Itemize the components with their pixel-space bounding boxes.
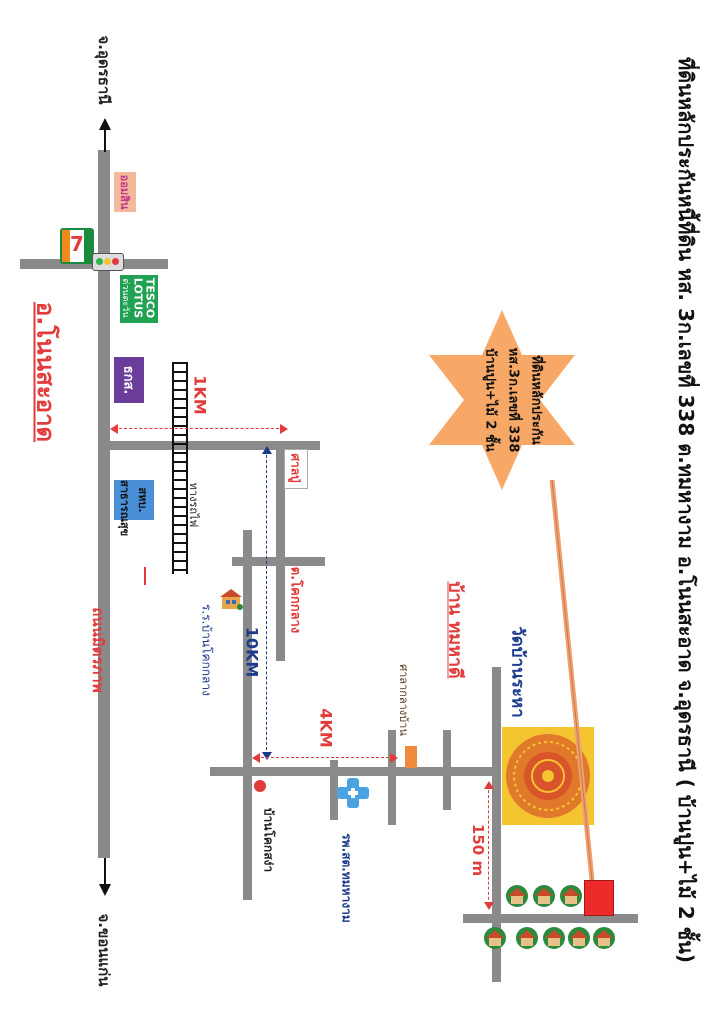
dim-1km-arrow-right-icon (280, 424, 288, 434)
road-1km (110, 441, 320, 450)
road-hospital-vertical (388, 730, 396, 825)
leader-line (549, 480, 595, 881)
star-line2: หส.3ก.เลขที่ 338 (505, 347, 521, 453)
direction-north-label: จ.อุดรธานี (95, 35, 113, 105)
bank2-label: สหบ. สาธารณสุข (118, 480, 149, 537)
page-title: ที่ดินหลักประกันหนี้ที่ดิน หส. 3ก.เลขที่… (674, 57, 698, 963)
arrow-south-icon (104, 858, 106, 888)
dim-10km-arrow-down-icon (262, 752, 272, 760)
school-label: ร.ร.บ้านโคกกลาง (199, 603, 214, 697)
shop-label: ออมสิน (118, 174, 131, 210)
star-line3: บ้านปูน+ไม้ 2 ชั้น (482, 348, 498, 452)
house-icon (505, 884, 529, 908)
dim-1km-label: 1KM (190, 375, 210, 415)
bank1-label: ธกส. (120, 365, 136, 395)
dim-150m-arrow-down-icon (484, 902, 494, 910)
shop-box (114, 172, 136, 212)
bank2-box (114, 480, 154, 520)
village-label: บ้าน ทมหาดี (444, 581, 466, 679)
location-pin-icon (254, 780, 266, 792)
star-callout (425, 310, 579, 490)
highway-label: ถนนมิตรภาพ (89, 607, 107, 693)
target-property (584, 880, 614, 916)
road-bottom-cross (463, 914, 638, 923)
market-box (405, 746, 417, 768)
road-temple-vertical (492, 667, 501, 982)
tesco-lotus-box (120, 275, 158, 323)
house-icon (532, 884, 556, 908)
tesco-label-1: TESCO (143, 277, 157, 319)
tesco-label-3: ด่วนตะวัน (120, 278, 130, 318)
dim-10km-line (266, 450, 267, 755)
road-lower-vertical (330, 760, 338, 820)
dim-4km-arrow-left-icon (252, 753, 260, 763)
village2-label: บ้านโคกสง่า (261, 807, 276, 873)
dim-150m-line (488, 785, 489, 905)
seven-eleven-label: 7 (70, 232, 84, 256)
bank1-box (114, 357, 144, 403)
dim-1km-line (114, 428, 284, 429)
temple-label: วัดบ้านระหา (507, 626, 528, 718)
shrine-box (284, 449, 308, 489)
house-icon (483, 926, 507, 950)
hospital-cross-icon (333, 776, 373, 810)
school-icon (218, 587, 244, 611)
road-10km-vertical (243, 530, 252, 900)
dim-4km-label: 4KM (316, 708, 336, 748)
shrine-label: ศาลปู่ (288, 453, 303, 483)
road-main-east (210, 767, 500, 776)
house-icon (559, 884, 583, 908)
market-label: ศาลากลางบ้าน (397, 664, 410, 736)
dim-10km-label: 10KM (242, 626, 262, 678)
dim-1km-arrow-left-icon (110, 424, 118, 434)
highway-road (98, 150, 110, 858)
house-icon (515, 926, 539, 950)
railway-track (172, 362, 188, 574)
star-line1: ที่ดินหลักประกัน (528, 355, 544, 445)
arrow-south-head-icon (99, 884, 111, 896)
hospital-label: รพ.สต.ทมหางาม (339, 833, 354, 923)
road-tambon-cross (232, 557, 325, 566)
seven-eleven-icon: 7 (60, 228, 94, 264)
dim-150m-label: 150 m (469, 823, 487, 877)
direction-south-label: จ.ขอนแก่น (95, 913, 113, 987)
house-icon (567, 926, 591, 950)
railway-label: ทางรถไฟ (187, 482, 200, 528)
dim-4km-line (256, 757, 394, 758)
red-mark (144, 567, 146, 585)
dim-150m-arrow-up-icon (484, 781, 494, 789)
dim-10km-arrow-up-icon (262, 446, 272, 454)
arrow-north-head-icon (99, 118, 111, 130)
road-shrine-vertical (276, 441, 285, 661)
dim-4km-arrow-right-icon (390, 753, 398, 763)
road-small-vertical (443, 730, 451, 810)
tambon-label: ต.โคกกลาง (287, 566, 303, 634)
arrow-north-icon (104, 120, 106, 152)
tesco-label-2: LOTUS (131, 277, 145, 319)
district-label: อ.โนนสะอาด (31, 301, 60, 443)
house-icon (542, 926, 566, 950)
house-icon (592, 926, 616, 950)
traffic-light-icon (92, 253, 124, 271)
